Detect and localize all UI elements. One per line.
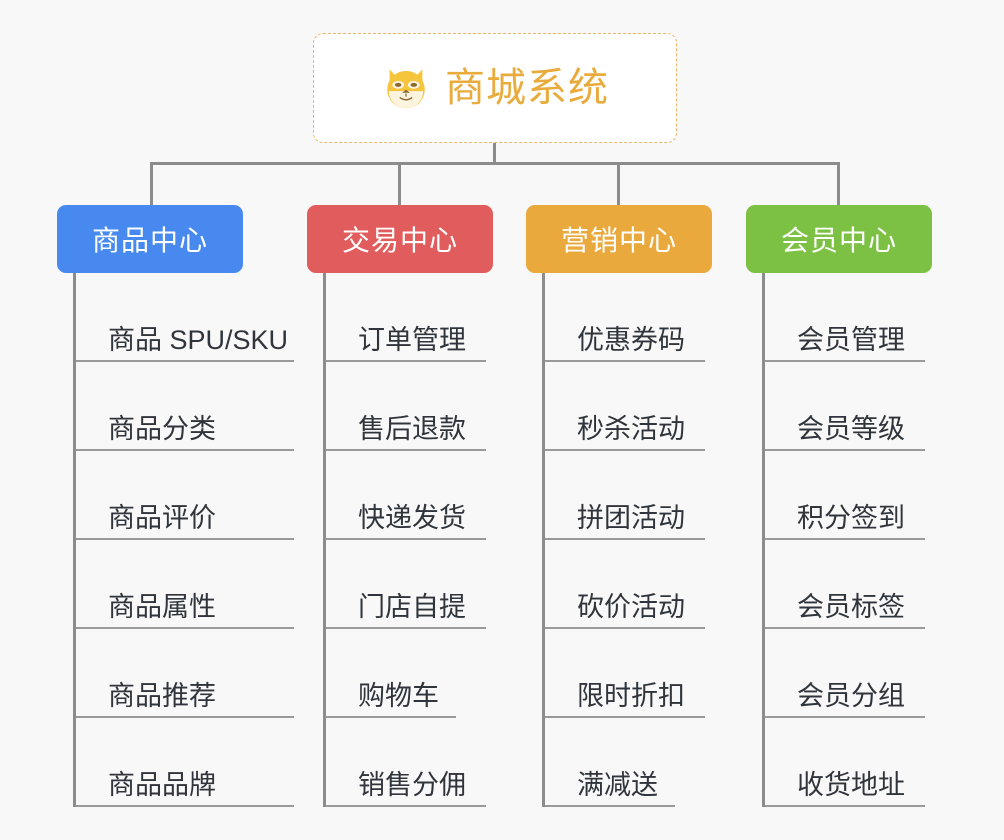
leaf-label: 拼团活动 (577, 502, 685, 533)
leaf-item[interactable]: 商品 SPU/SKU (76, 273, 294, 362)
leaf-item[interactable]: 砍价活动 (545, 540, 705, 629)
connector-root-stem (493, 143, 496, 165)
leaf-item[interactable]: 订单管理 (326, 273, 486, 362)
category-label: 营销中心 (560, 225, 677, 256)
leaf-item[interactable]: 购物车 (326, 629, 456, 718)
leaf-label: 销售分佣 (358, 769, 466, 800)
leaf-label: 积分签到 (797, 502, 905, 533)
category-label: 会员中心 (780, 225, 897, 256)
leaf-item[interactable]: 商品评价 (76, 451, 294, 540)
shiba-dog-icon (387, 69, 425, 109)
leaf-label: 商品 SPU/SKU (108, 324, 289, 355)
leaf-list-product-center: 商品 SPU/SKU 商品分类 商品评价 商品属性 商品推荐 商品品牌 (73, 273, 297, 807)
branch-trade-center: 交易中心 订单管理 售后退款 快递发货 门店自提 购物车 销售分佣 (307, 205, 532, 807)
leaf-label: 购物车 (358, 680, 439, 711)
leaf-label: 限时折扣 (577, 680, 685, 711)
category-label: 商品中心 (91, 225, 208, 256)
leaf-item[interactable]: 门店自提 (326, 540, 486, 629)
leaf-label: 收货地址 (797, 769, 905, 800)
leaf-label: 会员管理 (797, 324, 905, 355)
leaf-label: 会员分组 (797, 680, 905, 711)
leaf-item[interactable]: 会员管理 (765, 273, 925, 362)
leaf-label: 快递发货 (358, 502, 466, 533)
leaf-item[interactable]: 商品推荐 (76, 629, 294, 718)
branch-member-center: 会员中心 会员管理 会员等级 积分签到 会员标签 会员分组 收货地址 (746, 205, 971, 807)
leaf-item[interactable]: 限时折扣 (545, 629, 705, 718)
root-node-mall-system[interactable]: 商城系统 (313, 33, 677, 143)
leaf-item[interactable]: 销售分佣 (326, 718, 486, 807)
leaf-item[interactable]: 商品分类 (76, 362, 294, 451)
connector-drop-trade-center (398, 162, 401, 207)
connector-drop-member-center (837, 162, 840, 207)
leaf-item[interactable]: 拼团活动 (545, 451, 705, 540)
leaf-list-marketing-center: 优惠券码 秒杀活动 拼团活动 砍价活动 限时折扣 满减送 (542, 273, 751, 807)
leaf-item[interactable]: 会员标签 (765, 540, 925, 629)
leaf-item[interactable]: 快递发货 (326, 451, 486, 540)
leaf-item[interactable]: 商品品牌 (76, 718, 294, 807)
leaf-list-member-center: 会员管理 会员等级 积分签到 会员标签 会员分组 收货地址 (762, 273, 971, 807)
leaf-item[interactable]: 售后退款 (326, 362, 486, 451)
connector-drop-product-center (150, 162, 153, 207)
category-box-marketing-center[interactable]: 营销中心 (526, 205, 712, 273)
leaf-item[interactable]: 商品属性 (76, 540, 294, 629)
leaf-item[interactable]: 会员等级 (765, 362, 925, 451)
leaf-label: 会员等级 (797, 413, 905, 444)
leaf-item[interactable]: 秒杀活动 (545, 362, 705, 451)
category-box-product-center[interactable]: 商品中心 (57, 205, 243, 273)
category-box-trade-center[interactable]: 交易中心 (307, 205, 493, 273)
leaf-list-trade-center: 订单管理 售后退款 快递发货 门店自提 购物车 销售分佣 (323, 273, 532, 807)
leaf-label: 秒杀活动 (577, 413, 685, 444)
connector-horizontal-bus (150, 162, 840, 165)
leaf-label: 门店自提 (358, 591, 466, 622)
branch-marketing-center: 营销中心 优惠券码 秒杀活动 拼团活动 砍价活动 限时折扣 满减送 (526, 205, 751, 807)
leaf-label: 售后退款 (358, 413, 466, 444)
leaf-item[interactable]: 优惠券码 (545, 273, 705, 362)
leaf-label: 商品品牌 (108, 769, 216, 800)
leaf-item[interactable]: 积分签到 (765, 451, 925, 540)
category-label: 交易中心 (341, 225, 458, 256)
leaf-item[interactable]: 会员分组 (765, 629, 925, 718)
leaf-label: 砍价活动 (577, 591, 685, 622)
leaf-label: 订单管理 (358, 324, 466, 355)
leaf-label: 会员标签 (797, 591, 905, 622)
branch-product-center: 商品中心 商品 SPU/SKU 商品分类 商品评价 商品属性 商品推荐 商品品牌 (57, 205, 297, 807)
root-title: 商城系统 (445, 66, 609, 110)
leaf-label: 商品评价 (108, 502, 216, 533)
leaf-item[interactable]: 收货地址 (765, 718, 925, 807)
leaf-label: 商品推荐 (108, 680, 216, 711)
leaf-label: 优惠券码 (577, 324, 685, 355)
category-box-member-center[interactable]: 会员中心 (746, 205, 932, 273)
leaf-item[interactable]: 满减送 (545, 718, 675, 807)
connector-drop-marketing-center (617, 162, 620, 207)
leaf-label: 商品分类 (108, 413, 216, 444)
leaf-label: 满减送 (577, 769, 658, 800)
leaf-label: 商品属性 (108, 591, 216, 622)
